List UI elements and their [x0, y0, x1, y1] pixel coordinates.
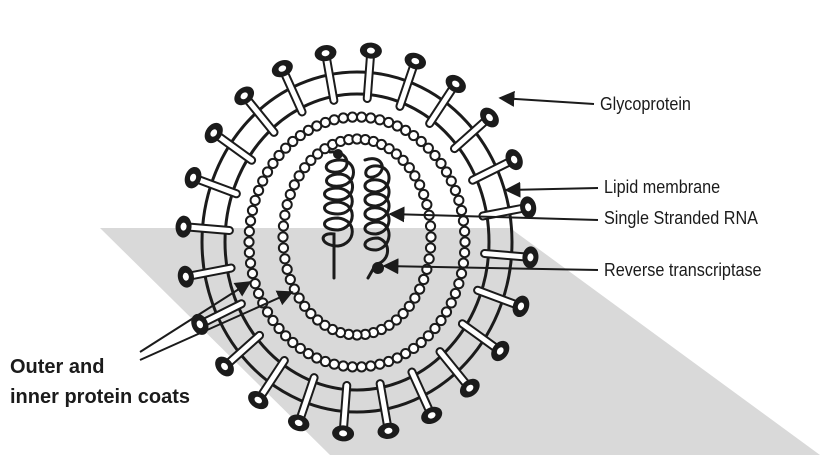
protein-bead: [447, 298, 456, 307]
protein-bead: [415, 285, 424, 294]
spike-stalk: [190, 227, 230, 230]
protein-bead: [442, 307, 451, 316]
protein-bead: [248, 269, 257, 278]
protein-bead: [375, 115, 384, 124]
protein-bead: [419, 275, 428, 284]
protein-bead: [279, 221, 288, 230]
protein-bead: [442, 167, 451, 176]
protein-bead: [451, 289, 460, 298]
protein-bead: [460, 227, 469, 236]
protein-bead: [410, 171, 419, 180]
label-glycoprotein: Glycoprotein: [600, 94, 691, 115]
arrow-glycoprotein: [500, 98, 594, 104]
protein-bead: [278, 232, 287, 241]
protein-bead: [245, 227, 254, 236]
glycoprotein-spike: [430, 71, 470, 123]
protein-bead: [280, 254, 289, 263]
protein-bead: [339, 113, 348, 122]
protein-bead: [290, 180, 299, 189]
label-lipid-membrane: Lipid membrane: [604, 177, 720, 198]
protein-bead: [366, 113, 375, 122]
protein-bead: [457, 269, 466, 278]
protein-bead: [454, 279, 463, 288]
protein-bead: [348, 362, 357, 371]
protein-bead: [460, 237, 469, 246]
protein-bead: [279, 243, 288, 252]
protein-bead: [384, 357, 393, 366]
protein-bead: [286, 190, 295, 199]
protein-bead: [415, 180, 424, 189]
protein-bead: [295, 294, 304, 303]
protein-bead: [426, 232, 435, 241]
protein-bead: [248, 206, 257, 215]
protein-bead: [254, 186, 263, 195]
spike-stalk: [367, 57, 370, 99]
protein-bead: [263, 167, 272, 176]
protein-bead: [330, 115, 339, 124]
protein-bead: [419, 190, 428, 199]
glycoprotein-spike: [359, 42, 382, 99]
protein-bead: [426, 243, 435, 252]
protein-bead: [460, 248, 469, 257]
protein-bead: [422, 200, 431, 209]
protein-bead: [321, 118, 330, 127]
protein-bead: [244, 237, 253, 246]
protein-bead: [447, 176, 456, 185]
glycoprotein-spike: [400, 50, 428, 106]
label-protein-coats-line2: inner protein coats: [10, 382, 190, 412]
spike-stalk: [485, 254, 525, 257]
protein-bead: [451, 186, 460, 195]
protein-bead: [280, 211, 289, 220]
protein-bead: [357, 113, 366, 122]
protein-bead: [339, 361, 348, 370]
protein-bead: [366, 361, 375, 370]
protein-bead: [286, 275, 295, 284]
protein-bead: [459, 259, 468, 268]
protein-bead: [348, 113, 357, 122]
protein-bead: [436, 159, 445, 168]
protein-bead: [246, 259, 255, 268]
protein-bead: [254, 289, 263, 298]
label-single-stranded-rna: Single Stranded RNA: [604, 208, 758, 229]
protein-bead: [426, 221, 435, 230]
protein-bead: [357, 362, 366, 371]
glycoprotein-spike: [313, 43, 338, 100]
protein-bead: [425, 254, 434, 263]
label-reverse-transcriptase: Reverse transcriptase: [604, 260, 762, 281]
protein-bead: [251, 196, 260, 205]
protein-bead: [454, 196, 463, 205]
label-protein-coats: Outer and inner protein coats: [10, 352, 190, 412]
glycoprotein-spike: [454, 104, 502, 149]
spike-stalk: [473, 162, 509, 180]
reverse-transcriptase-blob: [333, 149, 343, 159]
reverse-transcriptase-blob: [372, 262, 384, 274]
protein-bead: [283, 200, 292, 209]
protein-bead: [330, 360, 339, 369]
protein-bead: [283, 265, 292, 274]
protein-bead: [457, 206, 466, 215]
glycoprotein-spike: [231, 83, 274, 133]
spike-stalk: [344, 386, 347, 428]
protein-bead: [258, 176, 267, 185]
protein-bead: [459, 216, 468, 225]
label-protein-coats-line1: Outer and: [10, 352, 190, 382]
protein-bead: [251, 279, 260, 288]
protein-bead: [246, 216, 255, 225]
protein-bead: [263, 307, 272, 316]
protein-bead: [245, 248, 254, 257]
spike-stalk: [327, 59, 334, 100]
arrow-lipid-membrane: [506, 188, 598, 190]
spike-stalk: [285, 74, 302, 112]
protein-bead: [268, 316, 277, 325]
protein-bead: [375, 360, 384, 369]
spike-stalk: [199, 180, 237, 194]
